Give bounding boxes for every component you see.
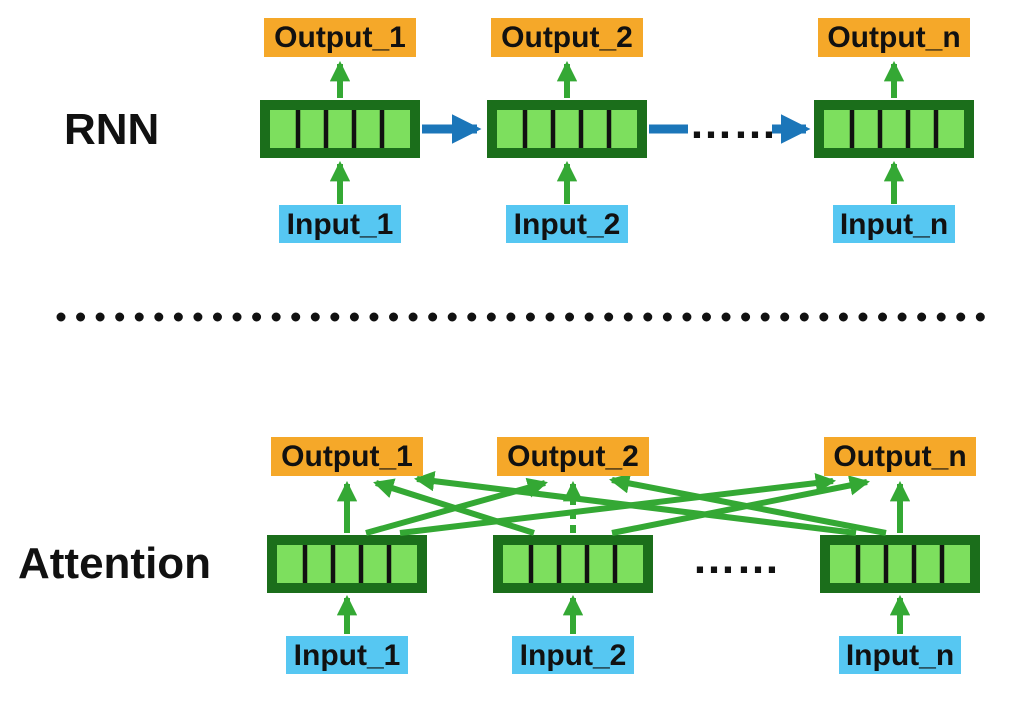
attention-input-box-1: Input_1 (286, 636, 408, 674)
rnn-input-box-2: Input_2 (506, 205, 628, 243)
attention-input-box-n: Input_n (839, 636, 961, 674)
input-box (286, 636, 408, 674)
input-box-label: Input_n (840, 208, 948, 241)
attention-cell-2 (493, 535, 653, 593)
attention-cell-n (820, 535, 980, 593)
output-box (824, 437, 976, 476)
attention-cell-1 (267, 535, 427, 593)
attention-ellipsis: …… (692, 534, 780, 583)
attention-input-box-2: Input_2 (512, 636, 634, 674)
input-box-label: Input_1 (287, 208, 394, 241)
arrow-att-cell2-to-output1 (373, 478, 535, 536)
output-box-label: Output_2 (501, 21, 633, 54)
rnn-section-label: RNN (64, 105, 159, 154)
rnn-output-box-n: Output_n (818, 18, 970, 57)
input-box-label: Input_2 (520, 639, 627, 672)
output-box-label: Output_1 (274, 21, 406, 54)
attention-section-label: Attention (18, 539, 211, 588)
input-box (506, 205, 628, 243)
attention-output-box-n: Output_n (824, 437, 976, 476)
rnn-cell-1 (260, 100, 420, 158)
output-box-label: Output_1 (281, 440, 413, 473)
rnn-input-box-1: Input_1 (279, 205, 401, 243)
output-box-label: Output_n (827, 21, 960, 54)
rnn-output-box-2: Output_2 (491, 18, 643, 57)
rnn-cell-2 (487, 100, 647, 158)
input-box-label: Input_2 (514, 208, 621, 241)
input-box (512, 636, 634, 674)
attention-output-box-1: Output_1 (271, 437, 423, 476)
output-box-label: Output_2 (507, 440, 639, 473)
rnn-output-box-1: Output_1 (264, 18, 416, 57)
output-box (497, 437, 649, 476)
arrow-att-cell1-to-outputn (399, 472, 837, 536)
input-box-label: Input_1 (294, 639, 401, 672)
rnn-cell-n (814, 100, 974, 158)
input-box (833, 205, 955, 243)
arrow-att-celln-to-output2 (608, 473, 887, 536)
rnn-input-box-n: Input_n (833, 205, 955, 243)
rnn-ellipsis: …… (689, 99, 777, 148)
output-box (271, 437, 423, 476)
output-box (818, 18, 970, 57)
output-box (264, 18, 416, 57)
input-box (839, 636, 961, 674)
input-box (279, 205, 401, 243)
attention-output-box-2: Output_2 (497, 437, 649, 476)
arrow-att-celln-to-output1 (413, 470, 857, 536)
output-box-label: Output_n (833, 440, 966, 473)
output-box (491, 18, 643, 57)
input-box-label: Input_n (846, 639, 954, 672)
